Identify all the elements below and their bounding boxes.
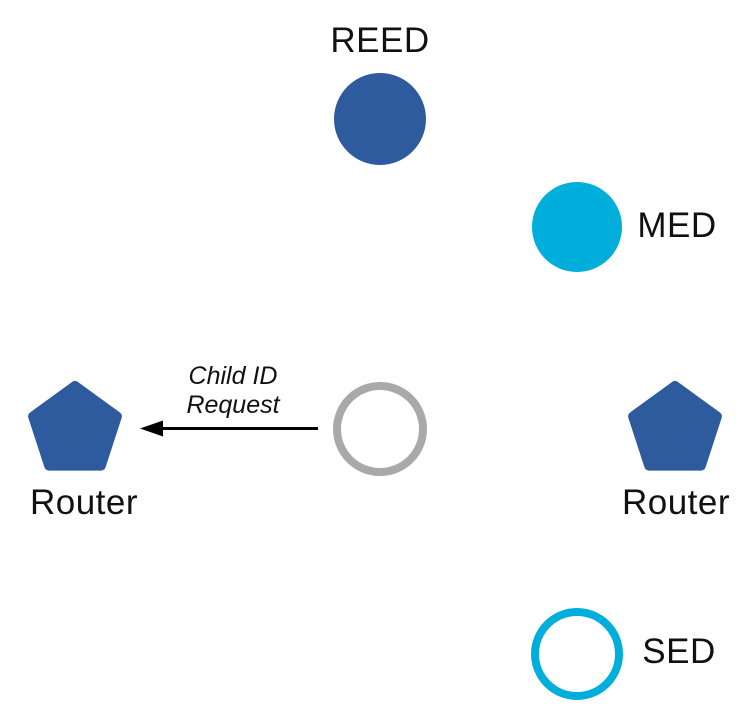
router-right-pentagon-icon	[628, 381, 722, 471]
med-node-circle	[532, 182, 622, 272]
sed-label: SED	[642, 632, 716, 671]
reed-node-circle	[334, 73, 426, 165]
joining-device-circle	[333, 382, 427, 476]
sed-node-circle	[531, 608, 623, 700]
child-id-request-arrow	[140, 420, 318, 437]
child-id-request-label-line1: Child ID	[188, 362, 278, 390]
med-label: MED	[637, 206, 717, 245]
child-id-request-label-line2: Request	[186, 391, 280, 419]
router-right-label: Router	[621, 483, 731, 522]
router-left-pentagon-icon	[28, 381, 122, 471]
router-left-label: Router	[29, 483, 139, 522]
reed-label: REED	[330, 21, 430, 60]
child-id-request-label: Child ID Request	[186, 362, 279, 420]
